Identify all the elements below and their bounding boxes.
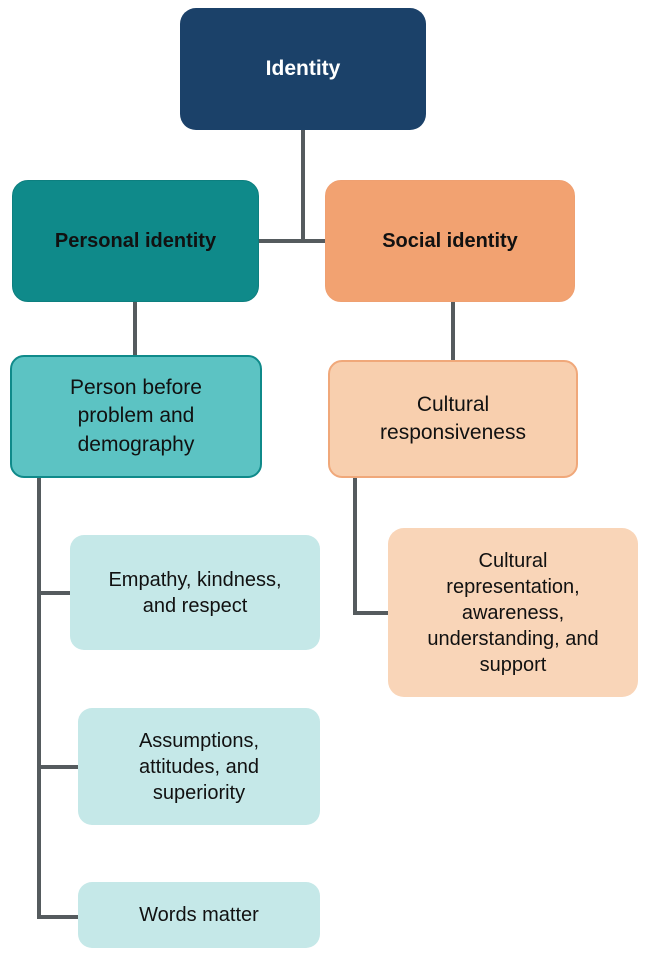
node-cultural-responsiveness[interactable]: Cultural responsiveness <box>328 360 578 478</box>
node-cultural-representation-awareness-understanding-support[interactable]: Cultural representation, awareness, unde… <box>388 528 638 697</box>
node-words-matter-label: Words matter <box>139 904 259 926</box>
node-empathy-kindness-respect[interactable]: Empathy, kindness, and respect <box>70 535 320 650</box>
node-empathy-label: Empathy, kindness, and respect <box>108 568 282 617</box>
node-assumptions-label: Assumptions, attitudes, and superiority <box>138 729 260 804</box>
node-person-before-problem-and-demography[interactable]: Person before problem and demography <box>10 355 262 478</box>
connector-root-crossbar <box>256 239 328 243</box>
node-identity[interactable]: Identity <box>180 8 426 130</box>
node-cultural-responsiveness-label: Cultural responsiveness <box>380 392 526 444</box>
node-identity-label: Identity <box>265 57 341 80</box>
connector-left-spine <box>37 476 41 919</box>
connector-branch-assumptions <box>37 765 82 769</box>
node-assumptions-attitudes-superiority[interactable]: Assumptions, attitudes, and superiority <box>78 708 320 825</box>
node-words-matter[interactable]: Words matter <box>78 882 320 948</box>
connector-branch-cultural-representation <box>353 611 393 615</box>
node-personal-identity-label: Personal identity <box>54 229 217 252</box>
connector-social-to-cultural-responsiveness <box>451 300 455 362</box>
node-cultural-representation-label: Cultural representation, awareness, unde… <box>427 549 599 676</box>
node-personal-identity[interactable]: Personal identity <box>12 180 259 302</box>
node-social-identity[interactable]: Social identity <box>325 180 575 302</box>
connector-right-spine <box>353 476 357 615</box>
connector-personal-to-person-before <box>133 300 137 358</box>
connector-root-stem <box>301 128 305 242</box>
node-person-before-label: Person before problem and demography <box>70 375 202 456</box>
connector-branch-words-matter <box>37 915 82 919</box>
connector-branch-empathy <box>37 591 75 595</box>
node-social-identity-label: Social identity <box>382 229 518 252</box>
